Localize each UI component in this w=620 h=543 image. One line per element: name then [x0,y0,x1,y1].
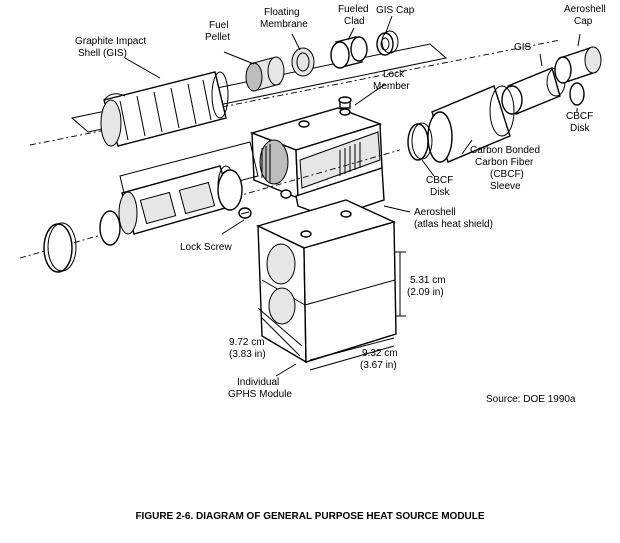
cbcf-disk-right-top [569,82,585,106]
label-cbcf-disk-left: CBCF Disk [426,175,456,198]
lock-screw [238,207,252,219]
floating-membrane [291,47,315,77]
gphs-module [256,199,397,364]
figure-caption: FIGURE 2-6. DIAGRAM OF GENERAL PURPOSE H… [135,511,484,522]
leader-lines [124,15,581,377]
label-fueled-clad: Fueled Clad [338,4,371,27]
label-lock-screw: Lock Screw [180,242,232,253]
label-lock-member: Lock Member [373,69,410,92]
lower-gis-half [118,165,235,235]
graphite-impact-shell [100,71,229,147]
cbcf-disk-middle [407,122,433,161]
label-width-dim: 9.72 cm (3.83 in) [229,337,267,360]
label-aeroshell: Aeroshell (atlas heat shield) [414,207,493,230]
fueled-clad [330,36,368,69]
left-aeroshell-cap [43,222,77,273]
left-cbcf-disk [99,210,121,246]
aeroshell-cap-right [554,46,602,84]
source-note: Source: DOE 1990a [486,394,576,405]
label-fuel-pellet: Fuel Pellet [205,20,231,43]
label-module: Individual GPHS Module [228,377,292,400]
depth-dimension [309,337,395,371]
label-gis-cap: GIS Cap [376,5,415,16]
height-dimension [395,251,406,317]
label-gis-shell: Graphite Impact Shell (GIS) [75,36,149,59]
width-dimension [257,307,303,357]
label-cbcf-disk-right: CBCF Disk [566,111,596,134]
gis-cap [376,30,399,56]
label-cbcf-sleeve: Carbon Bonded Carbon Fiber (CBCF) Sleeve [470,145,543,192]
cbcf-disk-lower [217,169,243,211]
label-depth-dim: 9.32 cm (3.67 in) [360,348,400,371]
label-floating-membrane: Floating Membrane [260,7,308,30]
lock-member [338,96,352,109]
label-height-dim: 5.31 cm (2.09 in) [407,275,448,298]
fuel-pellet [245,56,285,92]
label-aeroshell-cap: Aeroshell Cap [564,4,608,27]
aeroshell-block [249,107,385,219]
cbcf-sleeve [427,85,515,163]
label-gis: GIS [514,42,532,53]
